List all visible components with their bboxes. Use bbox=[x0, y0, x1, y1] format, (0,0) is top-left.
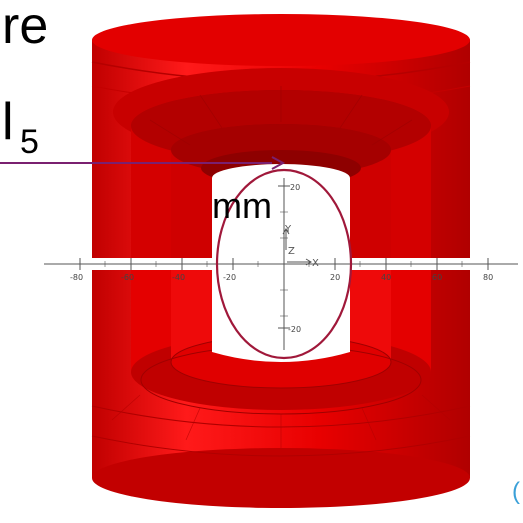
corner-text-fragment: ( bbox=[512, 478, 520, 505]
z-axis-label: Z bbox=[288, 246, 295, 257]
x-tick-label: 80 bbox=[483, 273, 493, 282]
x-tick-label: 20 bbox=[330, 273, 340, 282]
coordinate-axes bbox=[44, 178, 518, 350]
pointer-arrow bbox=[0, 156, 286, 170]
y-tick-label: -20 bbox=[288, 325, 301, 334]
y-tick-label: 20 bbox=[290, 183, 300, 192]
x-tick-label: 40 bbox=[381, 273, 391, 282]
x-tick-label: 60 bbox=[432, 273, 442, 282]
bore-outline bbox=[215, 168, 353, 360]
x-axis-label: X bbox=[312, 258, 319, 269]
x-tick-label: -40 bbox=[172, 273, 185, 282]
slide-text-fragment: re bbox=[2, 0, 49, 55]
slide-text-subscript: 5 bbox=[20, 123, 39, 161]
x-tick-label: -60 bbox=[121, 273, 134, 282]
x-tick-label: -80 bbox=[70, 273, 83, 282]
unit-label: mm bbox=[212, 185, 272, 226]
x-tick-label: -20 bbox=[223, 273, 236, 282]
y-axis-label: Y bbox=[284, 224, 292, 235]
slide-text-fragment: l bbox=[2, 93, 14, 151]
